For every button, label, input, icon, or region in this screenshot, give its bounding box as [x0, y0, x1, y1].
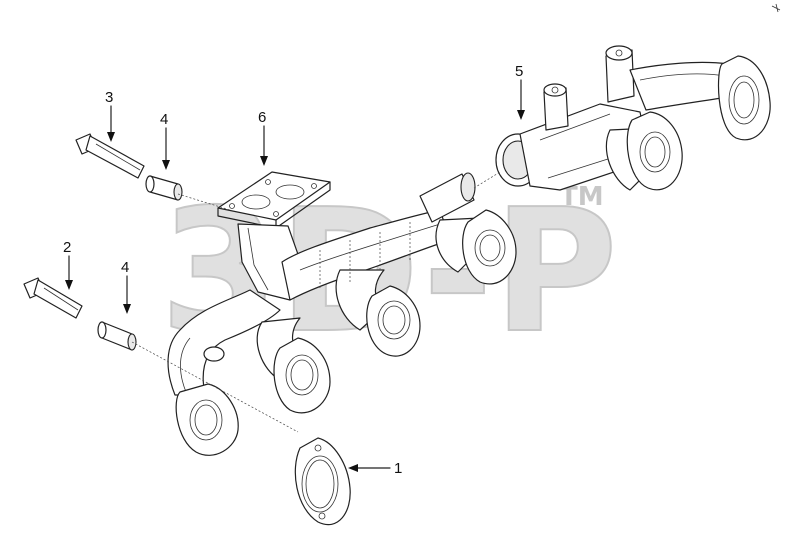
callout-6: 6	[258, 109, 266, 126]
gasket	[294, 437, 351, 526]
spacer-sleeve-lower	[97, 321, 137, 351]
callout-2: 2	[63, 239, 71, 256]
callout-1: 1	[394, 460, 402, 477]
corner-mark	[771, 3, 781, 13]
rear-flange-top	[717, 55, 771, 141]
exhaust-manifold-front	[167, 171, 517, 456]
rear-flange-bottom	[626, 111, 683, 191]
callout-5: 5	[515, 63, 523, 80]
callout-arrows	[65, 79, 525, 472]
port-flange-mid-left	[273, 337, 331, 414]
callout-3: 3	[105, 89, 113, 106]
callout-labels: 3 4 6 5 2 4 1	[63, 63, 523, 477]
spacer-sleeve-upper	[145, 175, 183, 201]
assembly-lines	[131, 171, 501, 433]
bolt-long	[75, 133, 145, 179]
port-flange-left	[175, 383, 239, 456]
port-flange-right	[462, 209, 517, 285]
port-flange-mid	[366, 285, 421, 357]
callout-4-upper: 4	[160, 111, 168, 128]
callout-4-lower: 4	[121, 259, 129, 276]
exhaust-manifold-rear	[495, 45, 771, 191]
bolt-short	[23, 277, 83, 319]
